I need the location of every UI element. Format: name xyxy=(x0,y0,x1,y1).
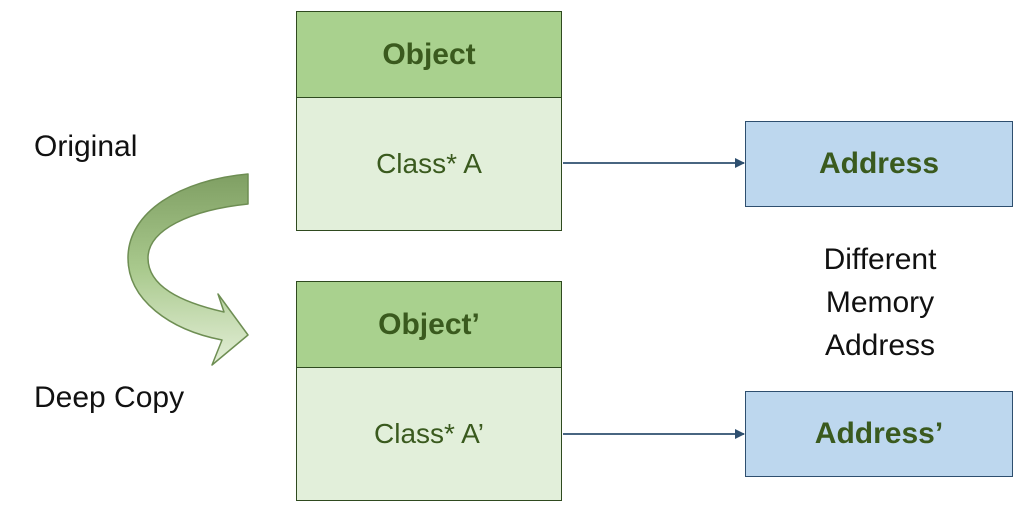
deep-copy-label: Deep Copy xyxy=(34,381,185,414)
original-address-box: Address xyxy=(745,121,1013,207)
copied-object-title: Object’ xyxy=(297,282,561,368)
original-object-title: Object xyxy=(297,12,561,98)
original-label: Original xyxy=(34,130,138,163)
note-line-1: Different xyxy=(823,243,937,276)
original-object-box: Object Class* A xyxy=(296,11,562,231)
copied-object-field: Class* A’ xyxy=(297,368,561,500)
copied-object-box: Object’ Class* A’ xyxy=(296,281,562,501)
copied-address-box: Address’ xyxy=(745,391,1013,477)
curved-arrow-icon xyxy=(127,173,249,366)
different-memory-note: Different Memory Address xyxy=(795,238,965,367)
original-object-field: Class* A xyxy=(297,98,561,230)
note-line-3: Address xyxy=(824,329,936,362)
note-line-2: Memory xyxy=(825,286,935,319)
